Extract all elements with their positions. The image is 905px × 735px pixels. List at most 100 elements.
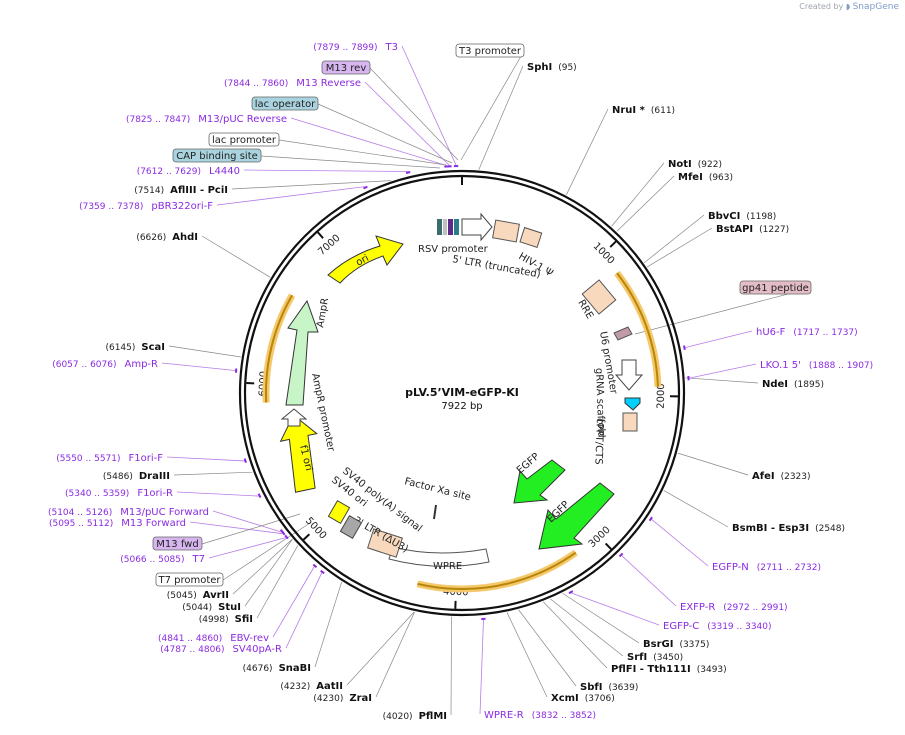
ampr-promoter-label: AmpR promoter	[309, 372, 336, 453]
primer-wpre-r: WPRE-R(3832 .. 3852)	[484, 710, 596, 721]
cap-site-block	[437, 219, 442, 235]
leader-sphi	[478, 65, 524, 170]
leader-ebv-rev	[272, 566, 315, 638]
primer-mark-exfp-r	[618, 552, 624, 558]
leader-sbfi	[518, 609, 577, 687]
box-gp41-peptide	[739, 280, 812, 295]
box-lac-promoter	[208, 132, 280, 147]
box-cap-binding-site	[172, 148, 262, 163]
top-feature-cluster	[437, 212, 493, 242]
ampr-promoter-arrow	[280, 408, 308, 427]
primer-m13-puc-forward: (5104 .. 5126)M13/pUC Forward	[48, 507, 209, 518]
ltr3-box	[367, 528, 403, 558]
primer-mark-t7	[284, 534, 289, 540]
primer-mark-m13-forward	[281, 530, 286, 536]
ltr5-box	[492, 219, 520, 243]
primer-mark-hu6-f	[683, 345, 686, 350]
primer-mark-ebv-rev	[312, 563, 318, 569]
primer-m13-puc-reverse: (7825 .. 7847)M13/pUC Reverse	[126, 114, 287, 125]
ori-label: ori	[354, 253, 371, 269]
leader-pflfi-tth111i	[542, 601, 608, 669]
site-sphi: SphI(95)	[527, 62, 577, 73]
primer-exfp-r: EXFP-R(2972 .. 2991)	[680, 602, 788, 613]
box-label-m13-rev: M13 rev	[326, 63, 367, 74]
backbone-inner-ring	[243, 174, 681, 612]
leader-scai	[168, 345, 241, 358]
plasmid-size: 7922 bp	[441, 401, 482, 412]
ampr-label: AmpR	[315, 297, 331, 328]
leader-t3	[401, 45, 457, 166]
leader-t7	[208, 537, 286, 559]
rsv-promoter-arrow	[461, 212, 493, 242]
leader-l4440	[243, 169, 408, 172]
snapgene-logo-icon: ◗	[845, 2, 851, 11]
rre-box	[581, 279, 617, 315]
leader-gp41-peptide	[634, 287, 812, 335]
tick-label: 2000	[656, 383, 667, 409]
primer-egfp-n: EGFP-N(2711 .. 2732)	[712, 562, 821, 573]
site-ndei: NdeI(1895)	[762, 379, 824, 390]
primer-mark-egfp-c	[568, 590, 574, 595]
m13rev-block	[454, 219, 459, 235]
primer-egfp-c: EGFP-C(3319 .. 3340)	[663, 621, 772, 632]
backbone-outer-ring	[238, 169, 686, 617]
cppt-label: cPPT/CTS	[592, 418, 605, 465]
site-bbvci: BbvCI(1198)	[708, 211, 776, 222]
egfp-track-arc-1	[452, 551, 577, 590]
leader-lac-operator	[317, 103, 453, 164]
primer-mark-pbr322ori-f	[363, 185, 368, 190]
primer-mark-l4440	[405, 171, 411, 174]
sv40-polya-box	[327, 500, 351, 524]
leader-nrui	[566, 108, 609, 195]
box-t3-promoter	[455, 43, 525, 58]
leader-m13-forward	[189, 521, 283, 535]
primer-m13-reverse: (7844 .. 7860)M13 Reverse	[224, 78, 361, 89]
ori-arrow	[327, 235, 404, 284]
box-m13-fwd	[152, 536, 203, 551]
leader-aatii	[346, 611, 415, 686]
primer-labels: (7879 .. 7899)T3(7844 .. 7860)M13 Revers…	[48, 42, 873, 721]
site-draiii: (5486)DraIII	[103, 471, 170, 482]
leader-afei	[677, 452, 749, 476]
leader-zrai	[375, 611, 415, 698]
gp41-block	[613, 326, 633, 341]
box-t7-promoter	[155, 572, 224, 587]
site-srfi: SrfI(3450)	[627, 652, 683, 663]
primer-f1ori-r: (5340 .. 5359)F1ori-R	[65, 488, 173, 499]
grna-block	[624, 397, 641, 411]
leader-m13-rev	[369, 67, 459, 161]
leader-avrii	[232, 538, 293, 595]
leader-amp-r	[161, 362, 236, 371]
cppt-box	[622, 412, 638, 432]
site-sbfi: SbfI(3639)	[580, 682, 638, 693]
primer-mark-f1ori-f	[243, 458, 247, 463]
site-scai: (6145)ScaI	[105, 342, 165, 353]
leader-lko-1-5	[689, 363, 757, 379]
site-pflfi-tth111i: PflFI - Tth111I(3493)	[611, 664, 727, 675]
leader-exfp-r	[621, 555, 677, 607]
snapgene-brand-text: SnapGene	[852, 2, 899, 12]
snapgene-credit: Created by ◗ SnapGene	[799, 2, 899, 12]
leader-noti	[611, 162, 665, 227]
leader-bstapi	[646, 227, 713, 268]
site-afei: AfeI(2323)	[752, 471, 811, 482]
site-afliii-pcii: (7514)AflIII - PciI	[134, 185, 228, 196]
tick-mark	[604, 542, 612, 550]
box-label-cap-binding-site: CAP binding site	[176, 151, 258, 162]
primer-marks	[234, 165, 690, 621]
site-bsmbi-esp3i: BsmBI - Esp3I(2548)	[732, 523, 845, 534]
plasmid-name: pLV.5’VIM-eGFP-KI	[405, 386, 519, 399]
factor-xa-label: Factor Xa site	[403, 476, 472, 503]
leader-m13-puc-reverse	[290, 117, 447, 166]
leader-f1ori-f	[166, 456, 245, 462]
leader-egfp-c	[571, 592, 660, 626]
site-ahdi: (6626)AhdI	[136, 232, 198, 243]
site-nrui: NruI *(611)	[612, 105, 675, 116]
rre-track-arc	[616, 272, 659, 387]
tick-mark	[317, 231, 324, 239]
box-label-gp41-peptide: gp41 peptide	[742, 283, 809, 294]
box-label-t7-promoter: T7 promoter	[157, 575, 221, 586]
leader-stui	[244, 539, 293, 607]
primer-amp-r: (6057 .. 6076)Amp-R	[52, 359, 158, 370]
rsv-promoter-label: RSV promoter	[418, 244, 489, 255]
